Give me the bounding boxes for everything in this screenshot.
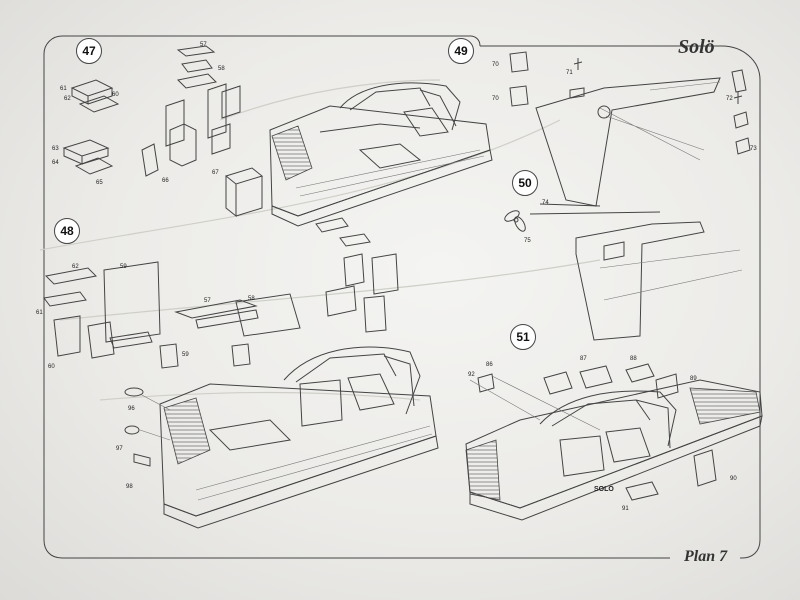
part-number: 70 [492,96,499,102]
step-51-badge: 51 [510,324,536,350]
plan-label: Plan 7 [684,548,728,565]
sheet-frame [43,35,761,559]
part-number: 61 [60,86,67,92]
step-48-boat [124,346,439,529]
step-49-parts [509,51,751,207]
part-number: 66 [162,178,169,184]
part-number: 89 [690,376,697,382]
step-49-drawing [269,82,493,227]
part-number: 58 [248,296,255,302]
part-number: 88 [630,356,637,362]
step-49-badge: 49 [448,38,474,64]
step-50-badge: 50 [512,170,538,196]
part-number: 65 [96,180,103,186]
part-number: 67 [212,170,219,176]
step-47-badge: 47 [76,38,102,64]
part-number: 91 [622,506,629,512]
part-number: 62 [64,96,71,102]
hull-name: SOLÖ [594,486,614,493]
part-number: 60 [112,92,119,98]
part-number: 70 [492,62,499,68]
part-number: 75 [524,238,531,244]
part-number: 98 [126,484,133,490]
part-number: 97 [116,446,123,452]
step-51-drawing [465,363,763,521]
sheet-title: Solö [678,36,715,58]
step-48-drawing [43,217,399,369]
part-number: 87 [580,356,587,362]
step-50-drawing [504,203,743,341]
part-number: 57 [200,42,207,48]
step-47-drawing [62,45,264,218]
part-number: 57 [204,298,211,304]
part-number: 61 [36,310,43,316]
part-number: 60 [48,364,55,370]
step-48-badge: 48 [54,218,80,244]
part-number: 86 [486,362,493,368]
background-faded-drawing [39,79,601,401]
part-number: 96 [128,406,135,412]
part-number: 90 [730,476,737,482]
part-number: 74 [542,200,549,206]
part-number: 58 [218,66,225,72]
part-number: 59 [182,352,189,358]
part-number: 73 [750,146,757,152]
part-number: 64 [52,160,59,166]
part-number: 59 [120,264,127,270]
part-number: 62 [72,264,79,270]
part-number: 92 [468,372,475,378]
part-number: 71 [566,70,573,76]
part-number: 63 [52,146,59,152]
part-number: 72 [726,96,733,102]
